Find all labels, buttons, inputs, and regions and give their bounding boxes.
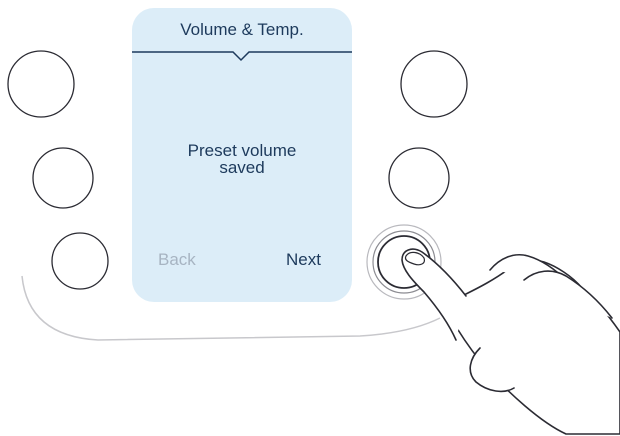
left-button-bottom[interactable] — [51, 232, 109, 290]
left-button-middle[interactable] — [32, 147, 94, 209]
right-button-middle[interactable] — [388, 147, 450, 209]
status-message-line-1: Preset volume — [187, 141, 297, 160]
status-message-line-2: saved — [219, 158, 265, 177]
next-softkey-label: Next — [286, 250, 321, 269]
title-divider — [132, 51, 352, 62]
screen-title: Volume & Temp. — [180, 20, 304, 39]
left-button-top[interactable] — [7, 50, 75, 118]
status-message: Preset volume saved — [132, 142, 352, 176]
device-body-outline — [21, 275, 441, 341]
display-screen — [132, 8, 352, 302]
right-button-top[interactable] — [400, 50, 468, 118]
pointing-hand-icon — [401, 248, 620, 435]
back-softkey-label: Back — [158, 250, 196, 269]
